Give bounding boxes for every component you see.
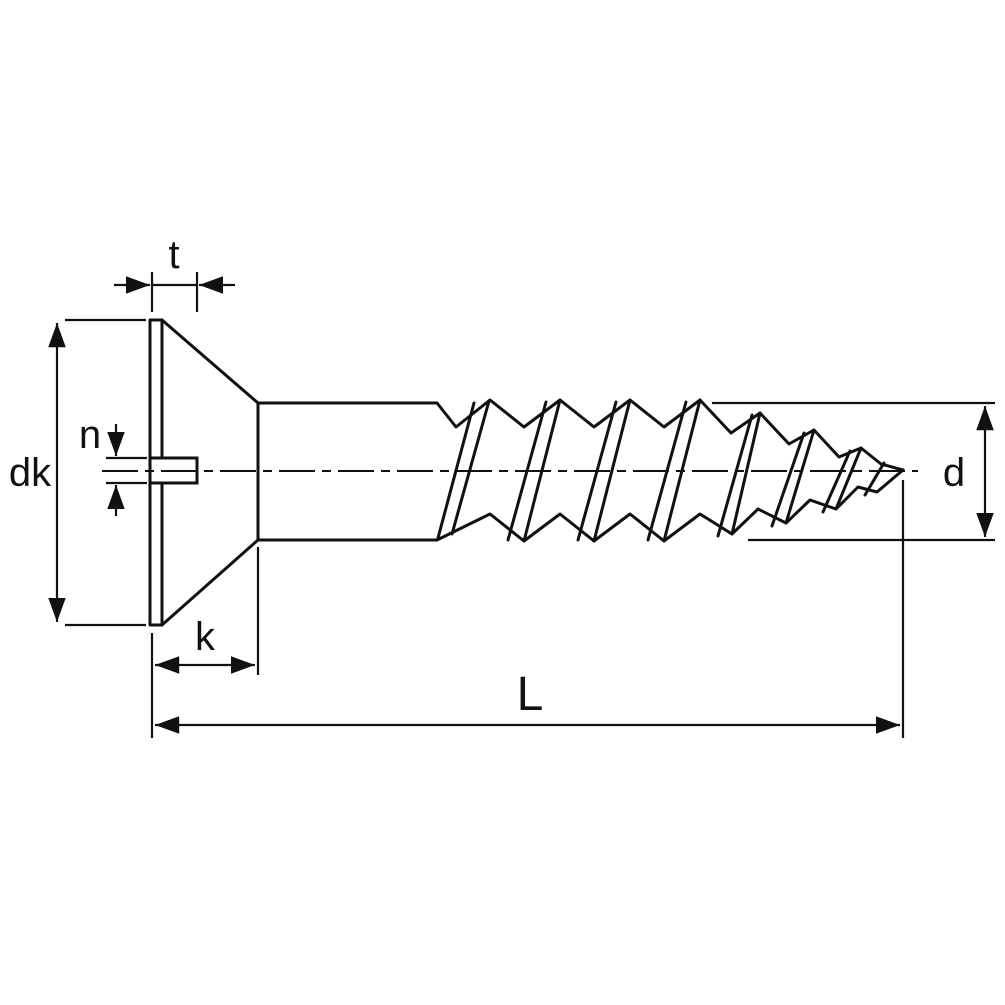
dim-label-d: d: [943, 451, 965, 495]
thread-flank: [592, 398, 632, 543]
dim-label-t: t: [168, 233, 179, 277]
dimension-n: n: [79, 413, 147, 516]
thread-flank: [730, 411, 762, 536]
dim-label-n: n: [79, 413, 101, 457]
dimension-d: d: [712, 401, 995, 542]
thread-flank: [716, 413, 754, 538]
dim-label-k: k: [195, 615, 216, 659]
screw-head-chamfer-bottom: [160, 538, 260, 627]
thread-flank: [834, 446, 863, 511]
dim-label-dk: dk: [9, 451, 52, 495]
dimension-L: L: [155, 480, 905, 738]
dim-label-L: L: [517, 668, 544, 721]
thread-flank: [821, 449, 852, 514]
screw-drawing: [102, 318, 918, 627]
dimension-t: t: [114, 233, 235, 312]
dimension-k: k: [150, 547, 260, 738]
screw-head-chamfer-top: [160, 318, 260, 405]
thread-flank: [770, 431, 806, 528]
dimension-dk: dk: [9, 318, 146, 627]
thread-flank: [863, 461, 886, 497]
screw-thread-bottom-profile: [435, 468, 905, 543]
thread-flank: [784, 428, 816, 525]
thread-flank: [450, 399, 491, 536]
